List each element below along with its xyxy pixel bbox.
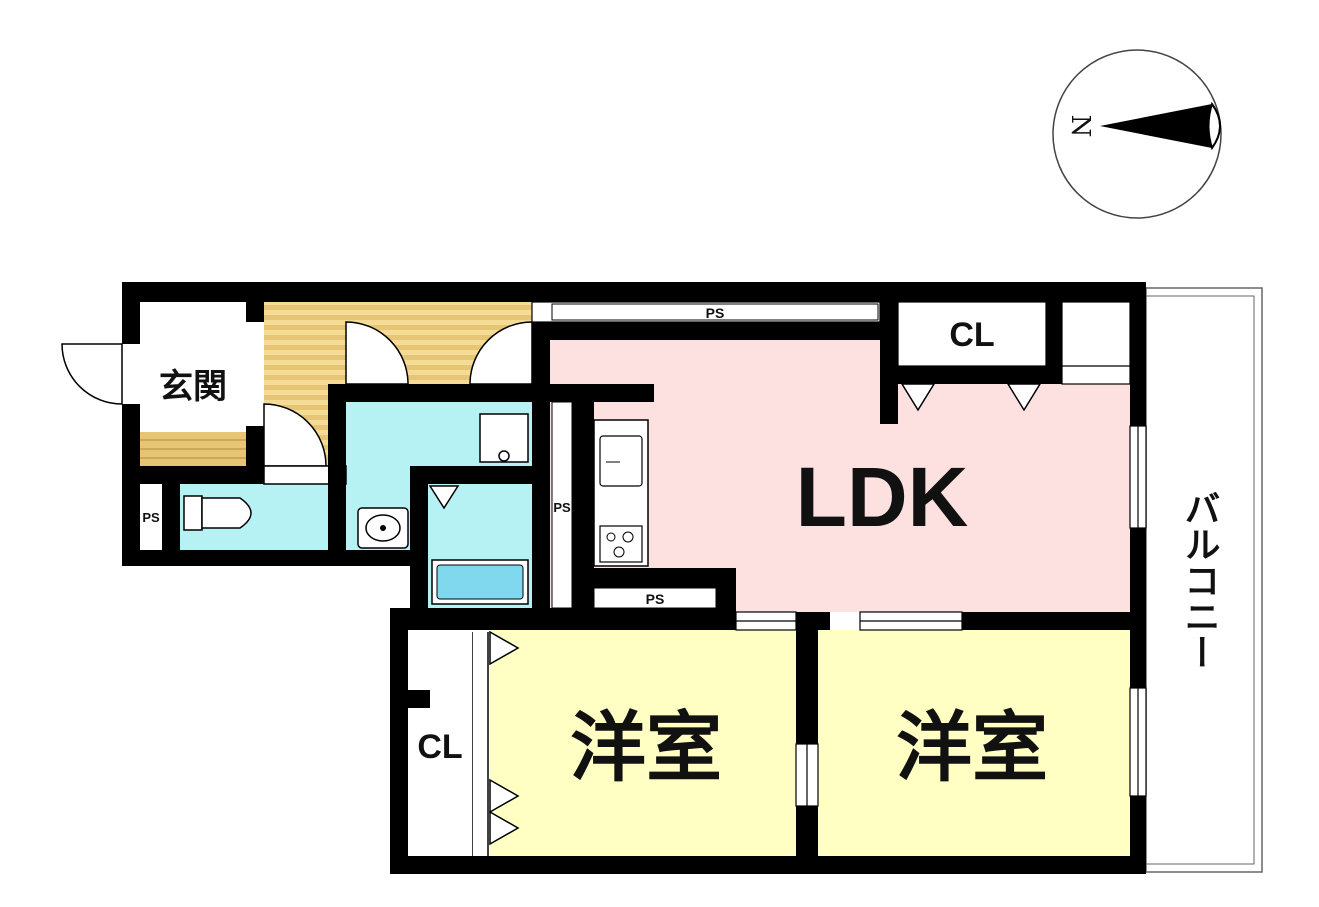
balcony-outline xyxy=(1145,287,1263,873)
balcony: バルコニー xyxy=(1145,287,1263,873)
compass-needle-tail xyxy=(1207,101,1221,151)
room-closet-box xyxy=(408,630,472,856)
ps-kitchen-box xyxy=(593,587,717,609)
washer-fixture xyxy=(479,413,529,463)
room-closet-door-mark-3 xyxy=(489,810,520,846)
toilet-fixture xyxy=(183,495,252,531)
ps-top-box xyxy=(551,303,879,321)
washbasin-fixture xyxy=(357,507,409,549)
toilet-door xyxy=(263,403,327,467)
western-room-1-label: 洋室 xyxy=(570,703,722,792)
ldk-label: LDK xyxy=(796,450,969,544)
ps-top-label: PS xyxy=(706,305,725,321)
ps-middle-label: PS xyxy=(553,500,571,515)
ps-toilet-label: PS xyxy=(142,510,160,525)
ps-boxes xyxy=(140,303,879,856)
kitchen-counter xyxy=(593,419,649,567)
walls xyxy=(122,282,1146,874)
room-closet-notch xyxy=(408,690,430,708)
hall-door-2 xyxy=(469,321,533,385)
room-closet-door-mark-1 xyxy=(489,630,520,666)
ps-toilet-box xyxy=(140,484,162,550)
labels: 玄関 LDK 洋室 洋室 CL CL PS PS PS PS xyxy=(142,305,1048,792)
doors xyxy=(61,321,533,467)
bathroom-door-mark xyxy=(428,485,460,510)
western-room-2-label: 洋室 xyxy=(896,703,1048,792)
compass: N xyxy=(1052,49,1222,219)
compass-circle xyxy=(1052,49,1222,219)
north-label: N xyxy=(1065,115,1095,138)
balcony-label: バルコニー xyxy=(1179,490,1220,670)
entrance-door xyxy=(61,343,123,405)
ps-middle-box xyxy=(551,401,573,609)
closet-ldk-label: CL xyxy=(949,316,994,354)
western-room-2-floor xyxy=(818,630,1130,858)
genkan-step xyxy=(140,432,246,466)
hall-door-1 xyxy=(345,321,409,385)
western-room-1-floor xyxy=(490,630,802,858)
closet-room-label: CL xyxy=(417,728,462,766)
bathtub-fixture xyxy=(431,559,529,605)
compass-needle xyxy=(1100,104,1212,148)
ps-kitchen-label: PS xyxy=(646,591,665,607)
genkan-label: 玄関 xyxy=(159,367,227,407)
room-closet-door-mark-2 xyxy=(489,778,520,814)
fixtures xyxy=(183,383,1042,856)
